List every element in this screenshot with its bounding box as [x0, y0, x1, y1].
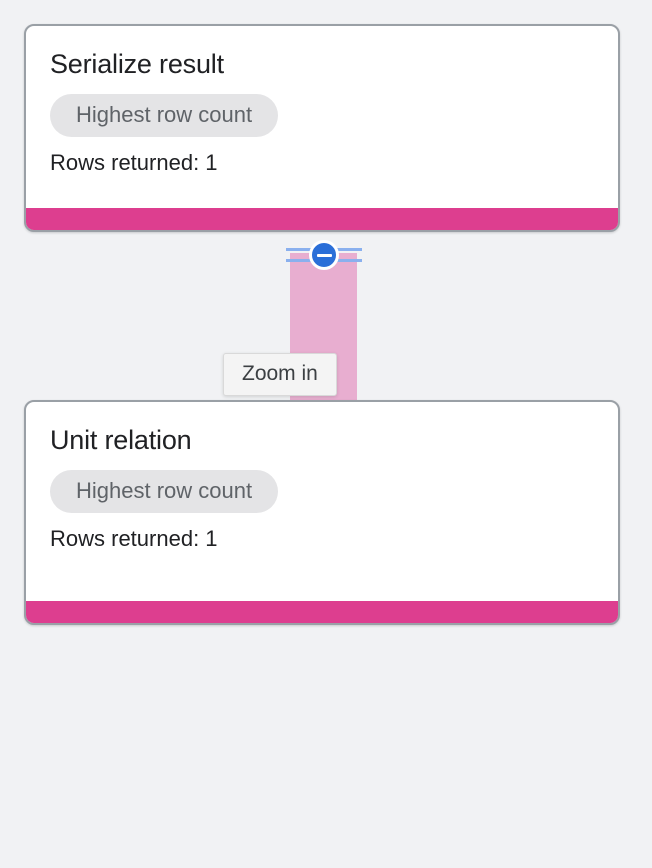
- edge-line-right-top: [334, 248, 362, 251]
- minus-circle-icon[interactable]: [309, 240, 339, 270]
- edge-line-right-bottom: [334, 259, 362, 262]
- node-chip-highest-row-count[interactable]: Highest row count: [50, 470, 279, 513]
- node-body: Serialize result Highest row count Rows …: [26, 26, 618, 208]
- minus-glyph: [316, 253, 332, 257]
- node-title: Serialize result: [50, 49, 224, 79]
- node-body: Unit relation Highest row count Rows ret…: [26, 402, 618, 601]
- node-title: Unit relation: [50, 425, 192, 455]
- node-status-bar: [26, 601, 618, 623]
- node-rows-returned: Rows returned: 1: [50, 150, 218, 175]
- node-rows-returned: Rows returned: 1: [50, 526, 218, 551]
- node-chip-highest-row-count[interactable]: Highest row count: [50, 94, 279, 137]
- edge-line-left-bottom: [286, 259, 314, 262]
- edge-line-left-top: [286, 248, 314, 251]
- node-card-unit-relation[interactable]: Unit relation Highest row count Rows ret…: [24, 400, 620, 625]
- node-card-serialize-result[interactable]: Serialize result Highest row count Rows …: [24, 24, 620, 232]
- edge-collapse-handle[interactable]: [286, 239, 362, 271]
- edge-handle-lines: [286, 239, 362, 271]
- node-status-bar: [26, 208, 618, 230]
- tooltip-zoom-in: Zoom in: [223, 353, 337, 396]
